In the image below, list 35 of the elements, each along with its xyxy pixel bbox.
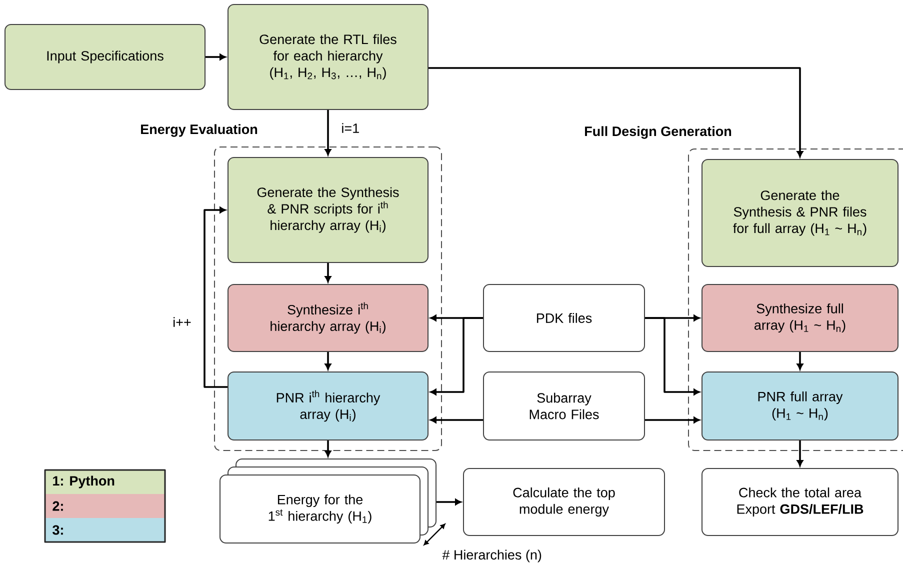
arrow: [428, 67, 804, 158]
arrow: [324, 263, 332, 282]
process-box: Synthesize i$^{th}$ hierarchy array (H$_{i}$): [228, 284, 428, 352]
arrow: [204, 206, 228, 388]
dimension-label: # Hierarchies (n): [442, 550, 542, 562]
arrow: [206, 54, 226, 60]
arrow: [645, 416, 700, 424]
legend-text: 3:: [52, 525, 63, 535]
process-box: Synthesize full array (H$_{1}$ ~ H$_{n}$): [702, 284, 898, 352]
group-heading: Full Design Generation: [585, 126, 732, 139]
process-box: Check the total area Export GDS/LEF/LIB: [702, 468, 898, 536]
arrow: [430, 416, 483, 424]
process-box: Generate the RTL files for each hierarchy (H$_{1}$, H$_{2}$, H$_{3}$, …, H$_{n}$): [228, 4, 428, 110]
process-box: Generate the Synthesis & PNR files for full array (H$_{1}$ ~ H$_{n}$): [702, 159, 898, 267]
stacked-process-box: Energy for the 1$^{st}$ hierarchy (H$_{1}$): [220, 458, 436, 544]
process-box: PDK files: [483, 284, 645, 352]
arrow: [796, 440, 804, 466]
process-box: Input Specifications: [4, 24, 206, 90]
process-box: Calculate the top module energy: [463, 468, 665, 536]
group-heading: Energy Evaluation: [141, 124, 258, 137]
arrow: [796, 352, 804, 370]
process-box: Subarray Macro Files: [483, 372, 645, 440]
arrow: [324, 110, 332, 156]
edge-label: i=1: [342, 123, 359, 133]
legend-text: 1: Python: [53, 476, 114, 488]
arrow: [324, 352, 332, 370]
edge-label: i++: [174, 317, 191, 327]
arrow: [430, 317, 483, 396]
process-box: PNR i$^{th}$ hierarchy array (H$_{i}$): [228, 372, 428, 440]
arrow: [645, 317, 700, 396]
arrow: [324, 440, 332, 457]
arrow: [436, 498, 462, 506]
legend-text: 2:: [52, 501, 63, 511]
process-box: Generate the Synthesis & PNR scripts for i$^{th}$ hierarchy array (H$_{i}$): [228, 157, 428, 263]
process-box: PNR full array (H$_{1}$ ~ H$_{n}$): [702, 372, 898, 440]
